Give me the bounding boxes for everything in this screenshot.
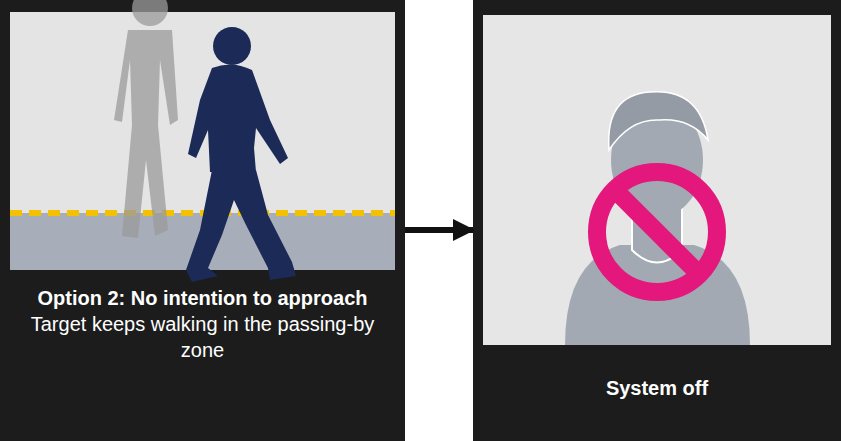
ghost-body: [114, 30, 178, 125]
caption-body: Target keeps walking in the passing-by z…: [10, 311, 395, 363]
flow-arrow: [405, 227, 473, 233]
prohibition-ring: [597, 172, 717, 292]
walking-man: [186, 27, 296, 282]
panel-caption: System off: [483, 375, 831, 401]
avatar-hair: [609, 92, 708, 150]
ghost-figure: [114, 0, 178, 238]
person-avatar: [565, 92, 750, 345]
panel-caption: Option 2: No intention to approachTarget…: [10, 285, 395, 363]
man-legs: [186, 170, 296, 282]
prohibition-sign: [597, 172, 717, 292]
scene-background: [483, 15, 831, 345]
ghost-legs: [122, 125, 168, 238]
prohibition-slash: [615, 190, 699, 274]
man-head: [213, 27, 251, 65]
ghost-head: [132, 0, 168, 26]
man-torso: [188, 64, 288, 172]
caption-heading: System off: [483, 375, 831, 401]
zone-boundary: [10, 210, 395, 216]
caption-heading: Option 2: No intention to approach: [10, 285, 395, 311]
